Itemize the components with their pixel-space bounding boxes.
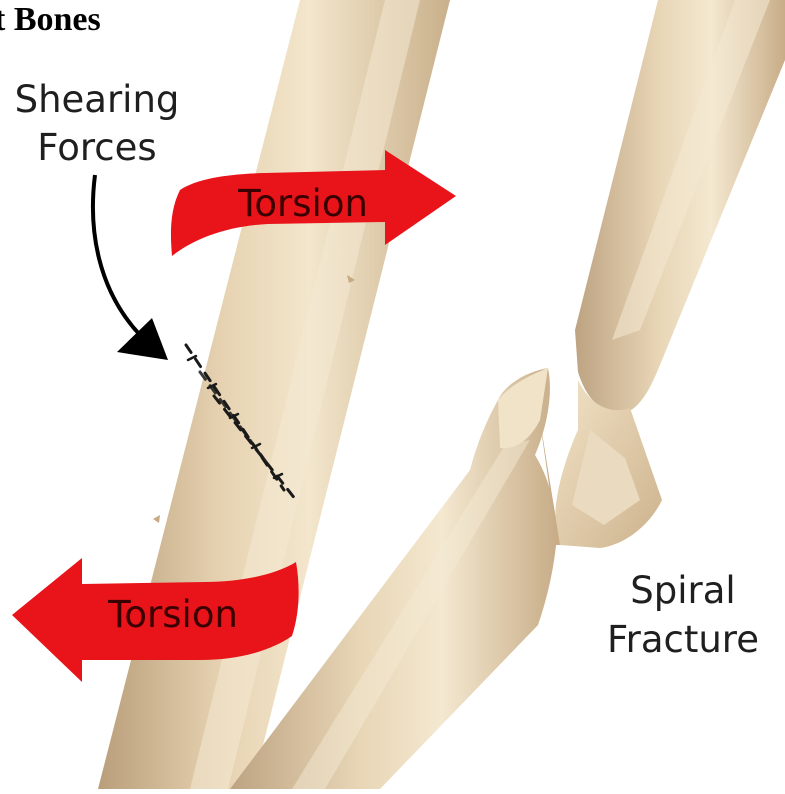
- torsion-label-bottom: Torsion: [107, 593, 238, 636]
- right-bone-upper: [555, 0, 785, 548]
- fracture-label-line-1: Spiral: [630, 569, 735, 612]
- shear-label-line-1: Shearing: [15, 78, 180, 121]
- shear-label-line-2: Forces: [37, 126, 156, 169]
- fracture-label-line-2: Fracture: [607, 618, 759, 661]
- torsion-label-top: Torsion: [237, 182, 368, 225]
- shear-pointer-arrow: [93, 175, 168, 360]
- title-fragment: t Bones: [0, 1, 101, 38]
